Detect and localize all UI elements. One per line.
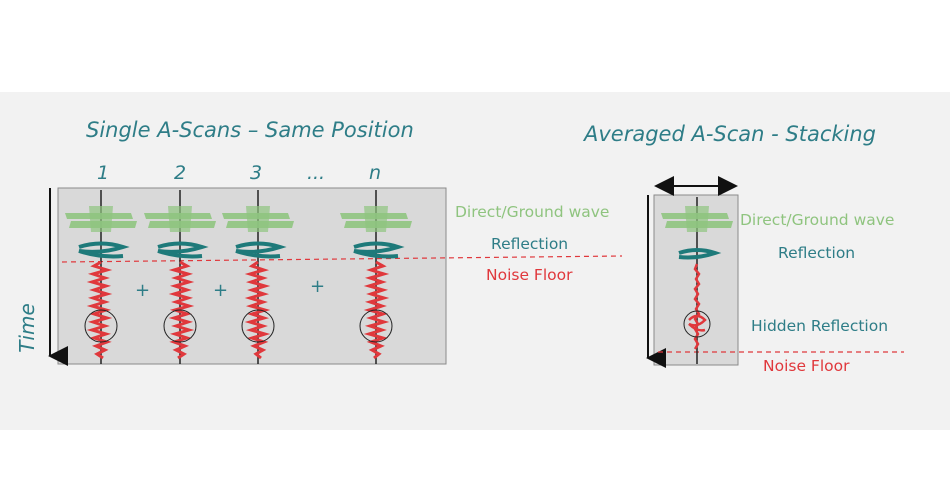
label-hidden-reflection: Hidden Reflection xyxy=(751,317,889,335)
single-ascans-title: Single A-Scans – Same Position xyxy=(86,118,414,142)
plus-sign-3: + xyxy=(310,276,326,297)
label-noise-floor-left: Noise Floor xyxy=(486,266,573,284)
noise-floor-line-left xyxy=(61,255,623,263)
ascan-trace-1 xyxy=(65,190,137,364)
label-noise-floor-right: Noise Floor xyxy=(763,357,850,375)
scan-number-1: 1 xyxy=(96,162,110,184)
scan-number-n: n xyxy=(368,162,382,184)
label-reflection-right: Reflection xyxy=(778,244,856,262)
averaged-ascan-trace xyxy=(661,197,733,364)
ascan-trace-2 xyxy=(144,190,216,364)
label-reflection-left: Reflection xyxy=(491,235,569,253)
averaged-ascan-title: Averaged A-Scan - Stacking xyxy=(584,122,877,146)
ascan-trace-n xyxy=(340,190,412,364)
plus-sign-1: + xyxy=(135,280,151,301)
scan-number-ellipsis: ... xyxy=(306,162,326,184)
time-axis-label: Time xyxy=(14,303,39,353)
scan-number-3: 3 xyxy=(249,162,263,184)
label-direct-wave-right: Direct/Ground wave xyxy=(740,211,895,229)
plus-sign-2: + xyxy=(213,280,229,301)
scan-number-2: 2 xyxy=(173,162,187,184)
label-direct-wave-left: Direct/Ground wave xyxy=(455,203,610,221)
ascan-trace-3 xyxy=(222,190,294,364)
